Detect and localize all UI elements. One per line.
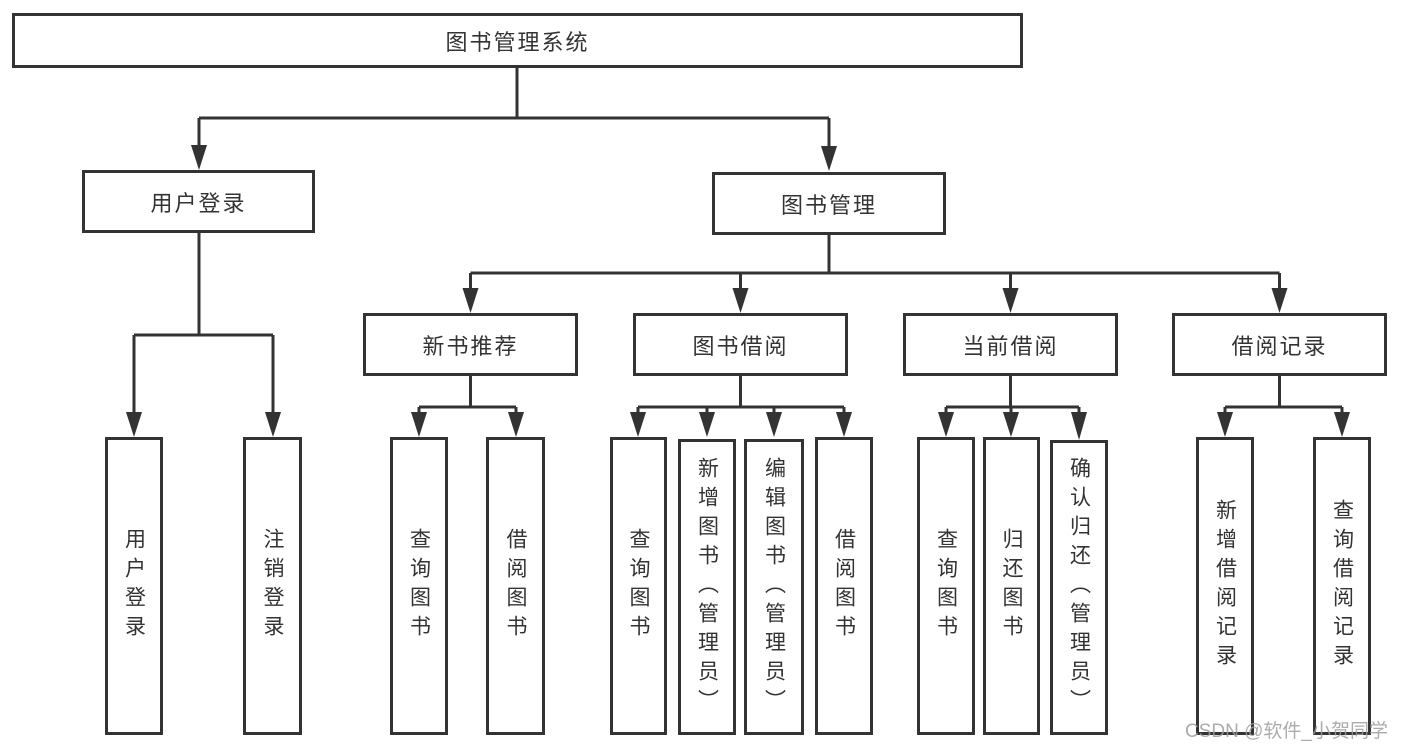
node-book-management: 图书管理 <box>712 172 946 235</box>
leaf-borrow-query-book: 查询图书 <box>610 437 667 735</box>
recommend-branch-line <box>417 376 518 416</box>
arrow-down-icon <box>265 412 281 437</box>
arrow-down-icon <box>1071 412 1087 440</box>
leaf-user-login: 用户登录 <box>105 437 163 735</box>
node-borrow-records: 借阅记录 <box>1172 313 1387 376</box>
leaf-recommend-query-book: 查询图书 <box>390 437 448 735</box>
node-root: 图书管理系统 <box>12 13 1023 68</box>
arrow-down-icon <box>1217 412 1233 437</box>
leaf-recommend-borrow-book: 借阅图书 <box>486 437 545 735</box>
leaf-records-add-record: 新增借阅记录 <box>1196 437 1254 735</box>
node-current-borrow: 当前借阅 <box>903 313 1118 376</box>
leaf-logout: 注销登录 <box>243 437 302 735</box>
leaf-borrow-borrow-book: 借阅图书 <box>815 437 873 735</box>
user-login-branch-line <box>132 233 275 416</box>
book-mgmt-branch-line <box>469 235 1281 292</box>
arrow-down-icon <box>462 288 479 313</box>
arrow-down-icon <box>1003 412 1019 437</box>
arrow-down-icon <box>191 145 207 170</box>
arrow-down-icon <box>1271 288 1288 313</box>
node-book-borrow: 图书借阅 <box>633 313 848 376</box>
arrow-down-icon <box>411 412 427 437</box>
leaf-borrow-edit-book: 编辑图书（管理员） <box>744 439 804 735</box>
arrow-down-icon <box>1334 412 1350 437</box>
root-branch-line <box>197 68 831 151</box>
node-new-book-recommend: 新书推荐 <box>363 313 578 376</box>
arrow-down-icon <box>732 288 749 313</box>
current-branch-line <box>944 376 1081 416</box>
watermark: CSDN @软件_小贺同学 <box>1185 721 1388 742</box>
arrow-down-icon <box>766 412 782 437</box>
arrow-down-icon <box>126 412 142 437</box>
arrow-down-icon <box>938 412 954 437</box>
arrow-down-icon <box>1002 288 1019 313</box>
arrow-down-icon <box>630 412 646 437</box>
leaf-current-query-book: 查询图书 <box>917 437 975 735</box>
borrow-branch-line <box>636 376 846 416</box>
arrow-down-icon <box>836 412 852 437</box>
leaf-records-query-record: 查询借阅记录 <box>1313 437 1371 735</box>
records-branch-line <box>1223 376 1344 416</box>
arrow-down-icon <box>508 412 524 437</box>
leaf-current-return-book: 归还图书 <box>983 437 1040 735</box>
leaf-borrow-add-book: 新增图书（管理员） <box>678 439 736 735</box>
arrow-down-icons <box>126 145 1350 440</box>
leaf-current-confirm-return: 确认归还（管理员） <box>1050 440 1108 735</box>
arrow-down-icon <box>821 146 837 171</box>
node-user-login: 用户登录 <box>82 170 315 233</box>
arrow-down-icon <box>699 412 715 437</box>
